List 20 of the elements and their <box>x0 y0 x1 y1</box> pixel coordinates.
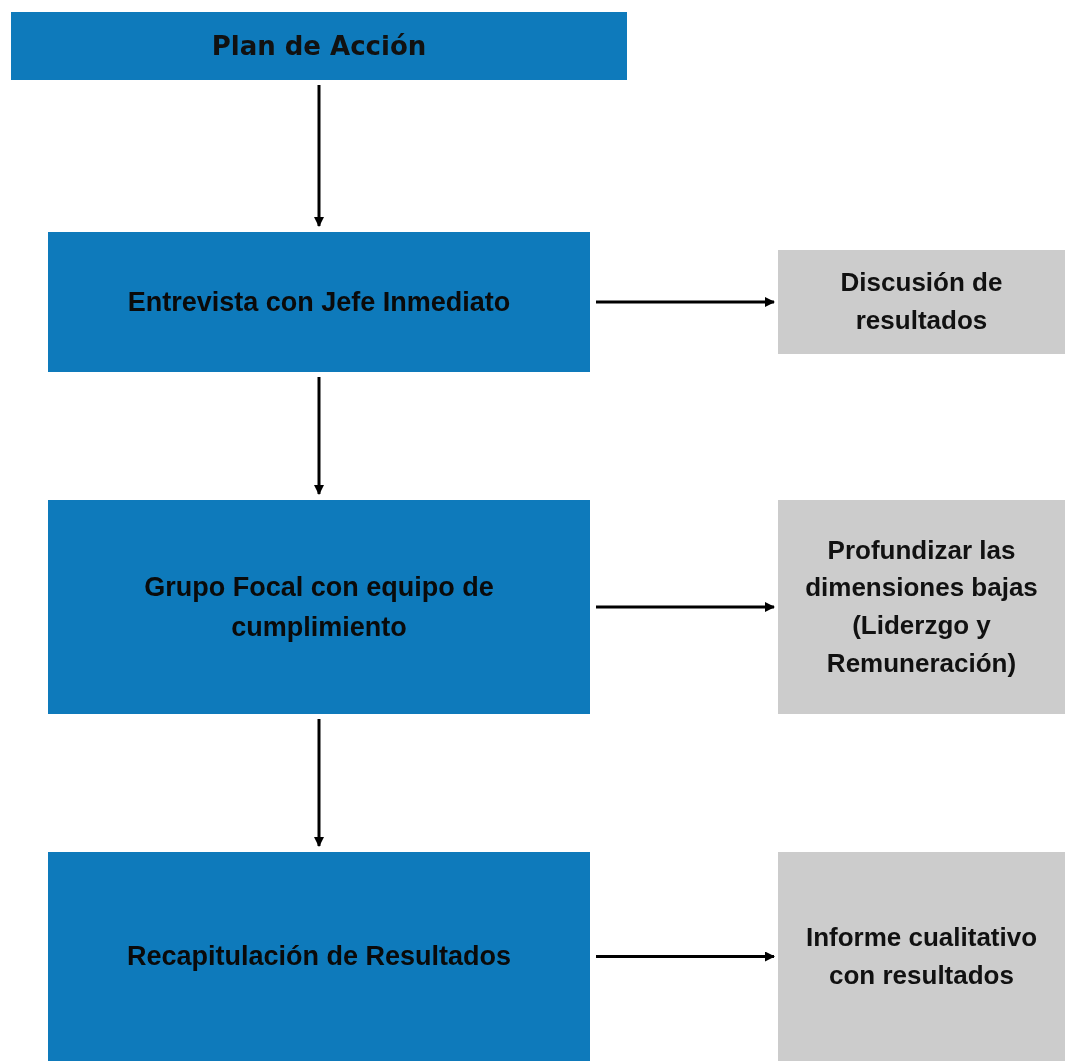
box-label: Profundizar las dimensiones bajas (Liderzgo y Remuneración) <box>804 533 1039 680</box>
arrow <box>596 297 775 307</box>
box-label: Grupo Focal con equipo de cumplimiento <box>143 570 495 644</box>
arrow <box>314 377 324 495</box>
arrow <box>314 719 324 847</box>
box-label: Recapitulación de Resultados <box>126 940 512 974</box>
process-box <box>778 852 1065 1061</box>
arrow <box>596 602 775 612</box>
process-box <box>778 250 1065 354</box>
process-box <box>778 500 1065 714</box>
arrow <box>314 85 324 227</box>
box-label: Discusión de resultados <box>839 266 1004 337</box>
arrow <box>596 951 775 962</box>
box-label: Entrevista con Jefe Inmediato <box>127 285 511 319</box>
process-box <box>48 232 590 372</box>
box-label: Plan de Acción <box>211 29 427 63</box>
process-box <box>48 500 590 714</box>
box-label: Informe cualitativo con resultados <box>804 920 1039 992</box>
process-box <box>11 12 627 80</box>
process-box <box>48 852 590 1061</box>
